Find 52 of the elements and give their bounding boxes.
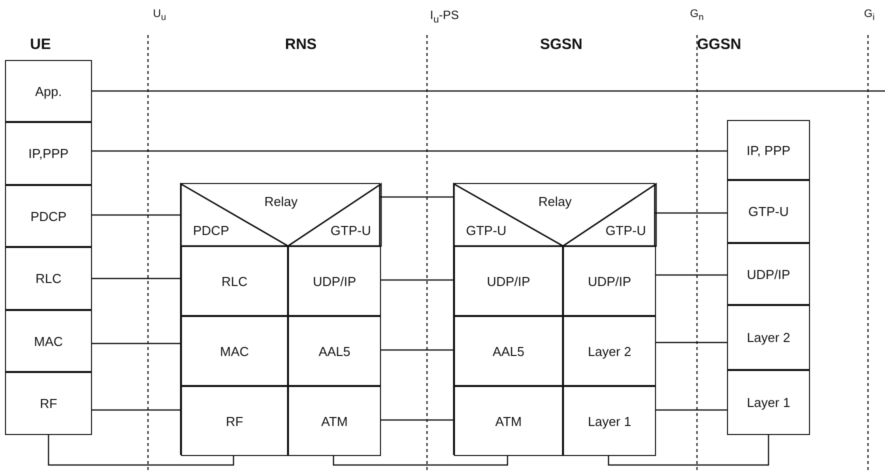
protocol-layer-box: Layer 2 xyxy=(727,305,810,370)
protocol-layer-box: RLC xyxy=(5,247,92,310)
protocol-layer-box: AAL5 xyxy=(288,316,381,386)
protocol-layer-box: Layer 1 xyxy=(727,370,810,435)
protocol-layer-box: UDP/IP xyxy=(563,246,656,316)
interface-label: G$_{n}$ xyxy=(690,8,704,22)
protocol-layer-box: RLC xyxy=(181,246,288,316)
network-element-box xyxy=(180,183,380,455)
network-element-box xyxy=(453,183,655,455)
protocol-layer-box: Layer 2 xyxy=(563,316,656,386)
connector-line xyxy=(380,279,453,281)
connector-line xyxy=(48,435,234,466)
connector-line xyxy=(380,196,453,198)
network-element-heading: GGSN xyxy=(697,36,742,53)
connector-line xyxy=(92,342,180,344)
protocol-layer-box: RF xyxy=(5,372,92,435)
interface-label: I$_{u}$-PS xyxy=(430,8,459,26)
protocol-layer-box: MAC xyxy=(5,310,92,372)
connector-line xyxy=(655,409,727,411)
connector-line xyxy=(92,278,180,280)
protocol-layer-box: RF xyxy=(181,386,288,456)
connector-line xyxy=(380,419,453,421)
connector-line xyxy=(92,214,180,216)
network-element-heading: RNS xyxy=(285,36,317,53)
connector-line xyxy=(332,455,508,466)
protocol-layer-box: UDP/IP xyxy=(727,243,810,305)
connector-line xyxy=(92,90,885,92)
protocol-layer-box: PDCP xyxy=(5,185,92,247)
protocol-layer-box: UDP/IP xyxy=(454,246,563,316)
network-element-heading: UE xyxy=(30,36,51,53)
protocol-layer-box: AAL5 xyxy=(454,316,563,386)
connector-line xyxy=(92,409,180,411)
protocol-layer-box: ATM xyxy=(288,386,381,456)
interface-label: U$_{u}$ xyxy=(153,8,166,22)
protocol-layer-box: App. xyxy=(5,60,92,122)
connector-line xyxy=(655,212,727,214)
protocol-layer-box: IP, PPP xyxy=(727,120,810,180)
protocol-layer-box: UDP/IP xyxy=(288,246,381,316)
connector-line xyxy=(92,150,727,152)
interface-label: G$_{i}$ xyxy=(864,8,875,22)
protocol-layer-box: Layer 1 xyxy=(563,386,656,456)
network-element-heading: SGSN xyxy=(540,36,583,53)
relay-region: Relay xyxy=(241,188,321,216)
relay-region: Relay xyxy=(514,188,596,216)
connector-line xyxy=(380,349,453,351)
protocol-layer-box: ATM xyxy=(454,386,563,456)
connector-line xyxy=(655,274,727,276)
protocol-layer-box: MAC xyxy=(181,316,288,386)
connector-line xyxy=(608,435,770,466)
protocol-layer-box: IP,PPP xyxy=(5,122,92,185)
protocol-layer-box: GTP-U xyxy=(727,180,810,243)
connector-line xyxy=(655,342,727,344)
